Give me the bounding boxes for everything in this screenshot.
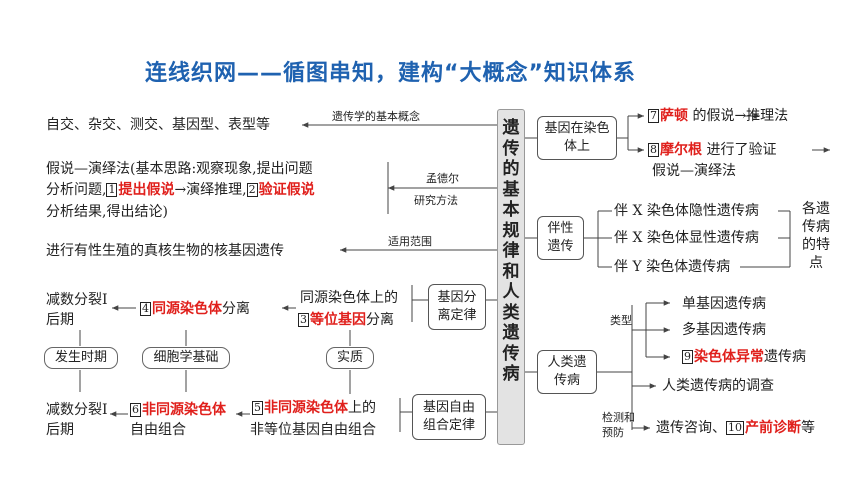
x-dominant: 伴 X 染色体显性遗传病: [614, 230, 759, 246]
answer-4: 同源染色体: [152, 301, 222, 317]
independent-assortment-box: 基因自由组合定律: [412, 394, 486, 440]
answer-6: 非同源染色体: [142, 402, 226, 418]
meiosis-stage-1: 减数分裂Ⅰ后期: [46, 292, 108, 328]
meiosis-stage-2: 减数分裂Ⅰ后期: [46, 402, 108, 438]
answer-8: 摩尔根: [660, 142, 702, 158]
blank-number-6: 6: [130, 403, 141, 417]
scope-text: 进行有性生殖的真核生物的核基因遗传: [46, 243, 284, 259]
segregation-suffix: 分离: [366, 312, 394, 328]
y-linked: 伴 Y 染色体遗传病: [614, 259, 731, 275]
blank-number-5: 5: [252, 401, 263, 415]
hypothesis-line-3: 分析结果,得出结论): [46, 204, 168, 220]
answer-2: 验证假说: [258, 182, 315, 198]
blank-number-1: 1: [106, 183, 118, 197]
concepts-label: 遗传学的基本概念: [332, 110, 420, 123]
morgan-method: 假说—演绎法: [652, 163, 736, 179]
answer-7: 萨顿: [660, 108, 688, 124]
hypothesis-analysis: 分析问题,: [46, 182, 107, 198]
essence-pill: 实质: [326, 347, 374, 369]
cytological-basis-pill: 细胞学基础: [142, 347, 230, 369]
hypothesis-deduction: →演绎推理,: [174, 182, 247, 198]
answer-5: 非同源染色体: [264, 400, 348, 416]
method-label: 研究方法: [414, 194, 458, 207]
assortment-suffix: 上的: [348, 400, 376, 416]
blank-number-9: 9: [682, 350, 693, 364]
blank-number-2: 2: [246, 183, 258, 197]
sex-linked-box: 伴性遗传: [537, 216, 584, 260]
central-topic: 遗传的基本规律和人类遗传病: [497, 109, 525, 445]
disease-survey: 人类遗传病的调查: [662, 378, 774, 394]
separation-suffix: 分离: [222, 301, 250, 317]
type-label: 类型: [610, 314, 632, 327]
segregation-line-1: 同源染色体上的: [300, 290, 398, 306]
human-genetic-disease-box: 人类遗传病: [537, 350, 597, 394]
morgan-suffix: 进行了验证: [702, 142, 777, 158]
blank-number-4: 4: [140, 302, 151, 316]
concepts-text: 自交、杂交、测交、基因型、表型等: [46, 117, 270, 133]
hypothesis-line-1: 假说—演绎法(基本思路:观察现象,提出问题: [46, 161, 313, 177]
blank-number-8: 8: [648, 143, 659, 157]
assortment-line-2: 非等位基因自由组合: [250, 422, 376, 438]
occurrence-time-pill: 发生时期: [44, 347, 118, 369]
polygenic-disease: 多基因遗传病: [682, 322, 766, 338]
answer-9: 染色体异常: [694, 349, 764, 365]
counseling-prefix: 遗传咨询、: [656, 420, 726, 436]
answer-10: 产前诊断: [745, 420, 801, 436]
page-title: 连线织网——循图串知，建构“大概念”知识体系: [145, 61, 636, 86]
answer-1: 提出假说: [118, 182, 175, 198]
blank-number-3: 3: [298, 313, 309, 327]
answer-3: 等位基因: [310, 312, 366, 328]
blank-number-7: 7: [648, 109, 659, 123]
single-gene-disease: 单基因遗传病: [682, 296, 766, 312]
x-recessive: 伴 X 染色体隐性遗传病: [614, 203, 759, 219]
counseling-suffix: 等: [801, 420, 815, 436]
detection-prevention-label: 检测和预防: [602, 411, 635, 439]
segregation-law-box: 基因分离定律: [428, 284, 486, 330]
sutton-suffix: 的假说→推理法: [688, 108, 789, 124]
gene-on-chromosome-box: 基因在染色体上: [537, 116, 617, 160]
combination-suffix: 自由组合: [130, 422, 186, 438]
scope-label: 适用范围: [388, 235, 432, 248]
chromosomal-suffix: 遗传病: [764, 349, 806, 365]
blank-number-10: 10: [726, 421, 744, 435]
mendel-label: 孟德尔: [426, 172, 459, 185]
disease-features: 各遗传病的特点: [802, 201, 830, 271]
